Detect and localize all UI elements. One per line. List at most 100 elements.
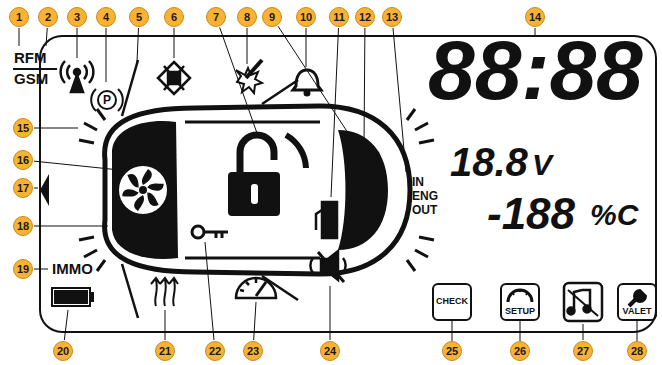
lock-icon bbox=[240, 135, 274, 172]
light-rays bbox=[415, 250, 428, 257]
exhaust-arrows-icon bbox=[151, 278, 178, 306]
node-text: 27 bbox=[577, 346, 589, 357]
fan-icon bbox=[142, 169, 152, 185]
leader-lines bbox=[393, 28, 406, 172]
callout-number: 6 bbox=[164, 7, 184, 27]
key-icon bbox=[192, 226, 228, 238]
gauge-icon bbox=[236, 278, 276, 298]
callout-number: 21 bbox=[155, 341, 175, 361]
light-rays bbox=[407, 260, 415, 271]
leader-lines bbox=[137, 28, 139, 62]
leader-lines bbox=[247, 28, 248, 64]
node-text: 28 bbox=[631, 346, 643, 357]
callout-number: 14 bbox=[525, 7, 545, 27]
node-text: 7 bbox=[213, 12, 219, 23]
leader-lines bbox=[174, 28, 175, 58]
fan-icon bbox=[134, 195, 144, 211]
battery-level-icon bbox=[77, 291, 87, 303]
battery-level-icon bbox=[52, 288, 93, 306]
node-text: 16 bbox=[17, 155, 29, 166]
engine-label: IN bbox=[412, 176, 424, 188]
fan-icon bbox=[147, 179, 166, 196]
leader-lines bbox=[306, 28, 307, 67]
leader-lines bbox=[34, 269, 48, 270]
node-text: SETUP bbox=[505, 307, 535, 316]
callout-number: 11 bbox=[329, 7, 349, 27]
car-shock-icon bbox=[158, 62, 190, 94]
windshield bbox=[338, 130, 388, 250]
leader-lines bbox=[330, 286, 331, 340]
rear-section bbox=[119, 166, 167, 214]
fan-icon bbox=[120, 185, 139, 202]
antenna-icon bbox=[71, 75, 83, 92]
callout-number: 19 bbox=[13, 259, 33, 279]
antenna-icon bbox=[67, 65, 70, 79]
car-body bbox=[185, 122, 320, 258]
battery-12-icon bbox=[354, 148, 374, 151]
fan-icon bbox=[124, 172, 143, 189]
parking-icon bbox=[98, 91, 116, 109]
gauge-icon bbox=[240, 279, 256, 291]
bell-icon bbox=[293, 70, 321, 96]
key-icon bbox=[204, 232, 228, 238]
node-text: 5 bbox=[136, 12, 142, 23]
lock-icon bbox=[228, 172, 280, 216]
engine-label: OUT bbox=[412, 204, 437, 216]
parking-icon bbox=[118, 89, 123, 111]
leader-lines bbox=[34, 128, 78, 129]
callout-number: 18 bbox=[13, 216, 33, 236]
sound-box bbox=[568, 290, 598, 316]
leader-lines bbox=[331, 28, 339, 197]
unit-label: %C bbox=[590, 200, 638, 230]
battery-12-icon bbox=[353, 158, 374, 166]
node-text: 25 bbox=[446, 346, 458, 357]
door-lines bbox=[122, 264, 138, 318]
antenna-icon bbox=[84, 65, 87, 79]
node-text: 9 bbox=[269, 12, 275, 23]
side-triangle bbox=[40, 174, 49, 206]
valet-wrench-icon bbox=[629, 290, 646, 306]
callout-number: 10 bbox=[296, 7, 316, 27]
node-text: 15 bbox=[17, 123, 29, 134]
callout-number: 16 bbox=[13, 150, 33, 170]
leader-lines bbox=[583, 324, 584, 340]
light-rays bbox=[407, 109, 415, 120]
node-text: 8 bbox=[244, 12, 250, 23]
leader-lines bbox=[34, 226, 108, 227]
exhaust-arrows-icon bbox=[151, 278, 160, 306]
leader-lines bbox=[364, 28, 366, 146]
lock-icon bbox=[251, 184, 258, 204]
node-text: 18 bbox=[17, 221, 29, 232]
callout-number: 20 bbox=[53, 341, 73, 361]
gauge-icon bbox=[236, 278, 276, 298]
leader-lines bbox=[165, 310, 166, 340]
leader-lines bbox=[205, 242, 214, 340]
leader-line bbox=[520, 321, 521, 341]
sound-box bbox=[568, 308, 575, 315]
exhaust-arrows-icon bbox=[160, 278, 169, 306]
light-rays bbox=[97, 109, 105, 120]
light-rays bbox=[419, 237, 434, 240]
light-rays bbox=[419, 140, 434, 143]
voltage-digits: 18.8 bbox=[450, 142, 528, 182]
callout-number: 8 bbox=[237, 7, 257, 27]
unit-label: V bbox=[532, 150, 552, 180]
antenna-icon bbox=[61, 61, 65, 83]
speaker-off-icon bbox=[310, 258, 345, 273]
gauge-icon bbox=[256, 282, 266, 296]
leader-lines bbox=[278, 26, 350, 136]
node-text: 10 bbox=[300, 12, 312, 23]
rear-section bbox=[112, 121, 178, 259]
key-icon bbox=[192, 226, 204, 238]
setup-icon bbox=[508, 290, 532, 302]
callout-number: 5 bbox=[129, 7, 149, 27]
shock-sensor-icon bbox=[246, 60, 262, 78]
fan-icon bbox=[120, 169, 165, 211]
node-text: 20 bbox=[57, 346, 69, 357]
icon-box: CHECK bbox=[432, 283, 472, 321]
engine-label: ENG bbox=[412, 190, 438, 202]
door-lines bbox=[262, 80, 298, 104]
node-text: 4 bbox=[103, 12, 109, 23]
fan-icon bbox=[143, 192, 162, 209]
fan-icon bbox=[139, 186, 147, 194]
